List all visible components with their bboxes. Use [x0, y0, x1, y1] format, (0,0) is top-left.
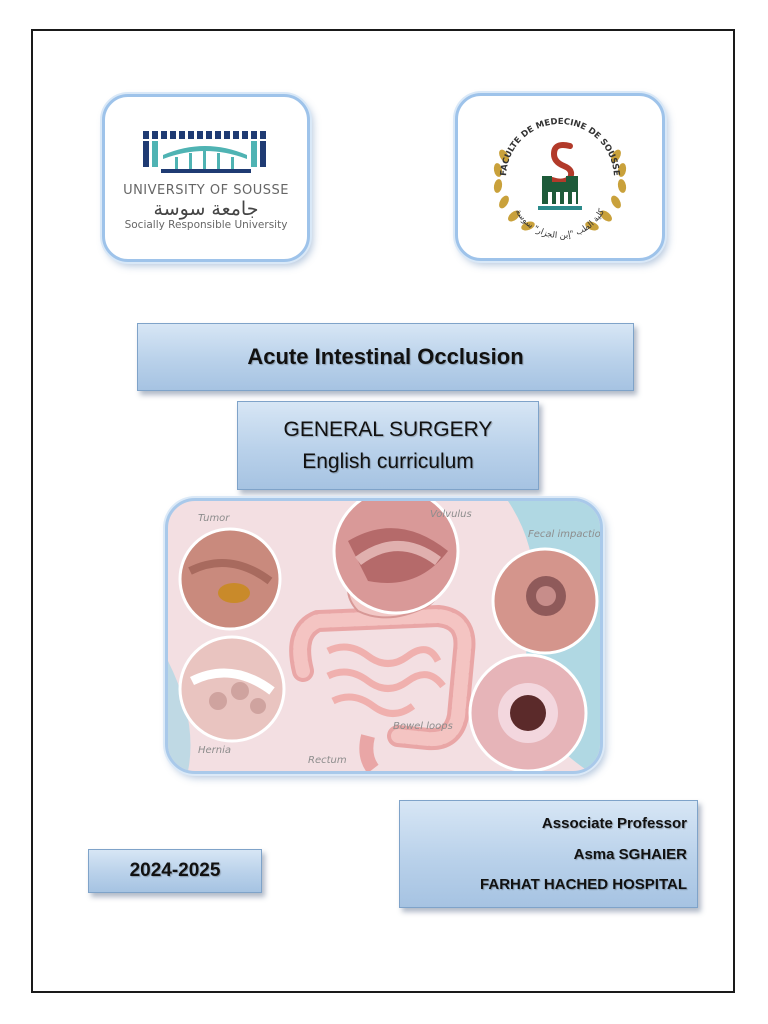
author-hospital: FARHAT HACHED HOSPITAL	[480, 876, 687, 894]
subject-banner: GENERAL SURGERY English curriculum	[237, 401, 539, 490]
university-logo-card: UNIVERSITY OF SOUSSE جامعة سوسة Socially…	[102, 94, 310, 262]
svg-text:كلية الطب "إبن الجزار" سوسة: كلية الطب "إبن الجزار" سوسة	[513, 207, 608, 241]
academic-year: 2024-2025	[129, 860, 221, 881]
subject-line-2: English curriculum	[302, 449, 474, 473]
author-banner: Associate Professor Asma SGHAIER FARHAT …	[399, 800, 698, 908]
university-building-icon	[143, 131, 266, 173]
year-banner: 2024-2025	[88, 849, 262, 893]
subject-line-1: GENERAL SURGERY	[283, 417, 493, 441]
author-role: Associate Professor	[541, 814, 687, 832]
label-rectum: Rectum	[308, 755, 347, 766]
university-name: UNIVERSITY OF SOUSSE	[123, 183, 289, 198]
university-name-arabic: جامعة سوسة	[153, 198, 259, 220]
label-volvulus: Volvulus	[430, 509, 472, 520]
label-bowel-loops: Bowel loops	[393, 721, 453, 732]
intestinal-occlusion-illustration: Tumor Volvulus Fecal impaction Hernia Re…	[165, 498, 603, 774]
document-title: Acute Intestinal Occlusion	[247, 344, 524, 369]
title-banner: Acute Intestinal Occlusion	[137, 323, 634, 391]
label-hernia: Hernia	[198, 745, 231, 756]
label-tumor: Tumor	[198, 513, 230, 524]
faculty-logo-card: FACULTE DE MEDECINE DE SOUSSE كلية الطب …	[455, 93, 665, 261]
page-border	[31, 29, 735, 993]
seal-text-arabic: كلية الطب "إبن الجزار" سوسة	[513, 207, 608, 241]
author-name: Asma SGHAIER	[573, 845, 687, 863]
intestine-illustration-graphic: Tumor Volvulus Fecal impaction Hernia Re…	[168, 501, 600, 771]
faculty-seal-icon: FACULTE DE MEDECINE DE SOUSSE كلية الطب …	[493, 117, 627, 241]
label-fecal-impaction: Fecal impaction	[528, 529, 600, 540]
university-tagline: Socially Responsible University	[124, 219, 288, 231]
